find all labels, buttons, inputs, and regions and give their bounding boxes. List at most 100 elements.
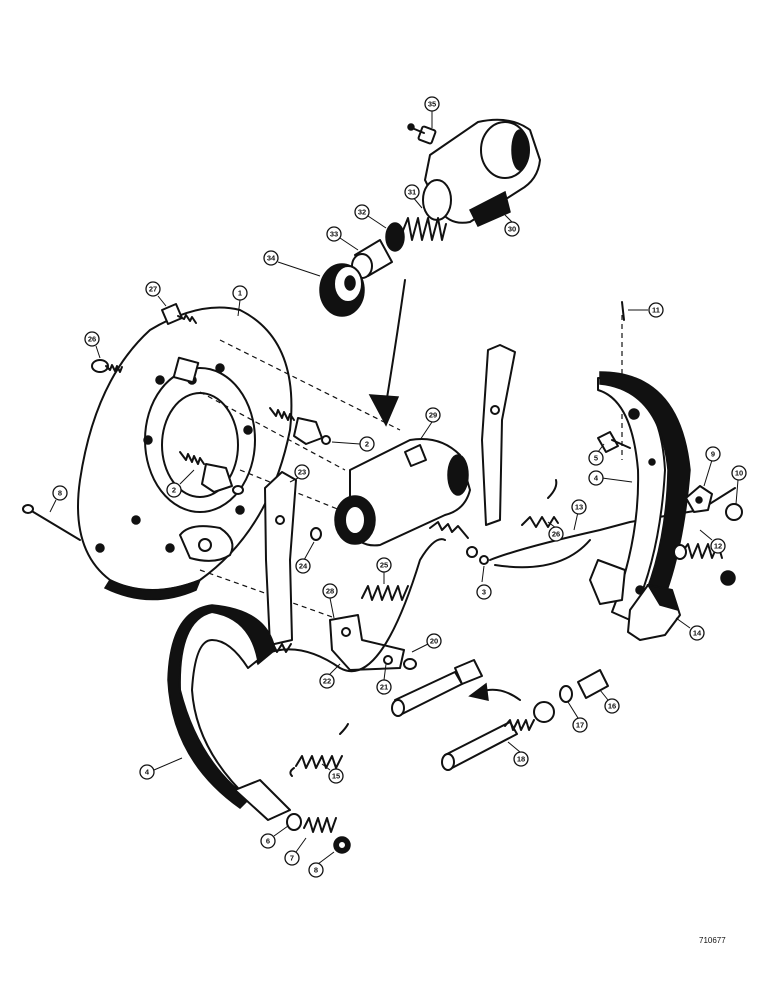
svg-text:25: 25 [380,561,388,570]
svg-text:34: 34 [267,254,276,263]
callout-1: 1 [232,285,248,317]
callout-27: 27 [145,281,167,307]
callout-2-lower: 2 [166,469,195,498]
hold-down-pin-right [597,431,619,453]
svg-text:23: 23 [298,468,306,477]
callout-23: 23 [289,464,310,483]
wheel-cylinder-assembled [334,438,471,547]
callout-32: 32 [354,204,387,229]
svg-text:7: 7 [290,854,294,863]
callout-7: 7 [284,837,307,866]
svg-text:29: 29 [429,411,437,420]
mounting-screw [91,359,123,373]
svg-text:20: 20 [430,637,438,646]
shoe-plate-left [264,471,297,646]
brake-shoe-left [167,604,291,821]
callout-9: 9 [703,446,721,487]
callout-17: 17 [567,701,588,733]
return-spring-upper [361,585,409,601]
callout-4-right: 4 [588,470,633,486]
hold-down-spring-lower [303,817,337,833]
callout-35: 35 [424,96,440,128]
svg-text:17: 17 [576,721,584,730]
callout-4-left: 4 [139,757,183,780]
callout-12: 12 [699,529,726,554]
callout-10: 10 [731,465,747,505]
callout-24: 24 [295,541,315,574]
backing-plate [77,306,293,601]
svg-text:13: 13 [575,503,583,512]
adjuster-pin [429,521,469,539]
shoe-return-spring [295,755,343,769]
svg-text:10: 10 [735,469,743,478]
svg-text:4: 4 [145,768,150,777]
bleeder-screw [407,123,437,145]
svg-text:26: 26 [552,530,560,539]
brake-shoe-right [589,371,691,641]
callout-26a: 26 [84,331,101,359]
svg-text:11: 11 [652,306,660,315]
svg-text:28: 28 [326,587,334,596]
hold-down-pin [29,509,81,541]
svg-text:16: 16 [608,702,616,711]
cylinder-piston [351,239,393,279]
retainer-nut [725,503,743,521]
callout-22: 22 [319,663,341,689]
callout-8-pin: 8 [49,485,68,513]
svg-text:30: 30 [508,225,516,234]
svg-text:8: 8 [58,489,62,498]
svg-text:3: 3 [482,588,486,597]
cylinder-spring [399,217,447,241]
callout-14: 14 [675,617,705,641]
svg-text:35: 35 [428,100,436,109]
assembly-arrow [384,279,406,411]
svg-text:8: 8 [314,866,318,875]
svg-text:6: 6 [266,837,270,846]
svg-text:33: 33 [330,230,338,239]
wheel-cylinder-exploded [319,118,541,427]
svg-text:32: 32 [358,208,366,217]
callout-11: 11 [628,302,664,318]
callout-5: 5 [588,443,605,466]
svg-text:22: 22 [323,677,331,686]
callout-21: 21 [376,663,392,695]
svg-text:21: 21 [380,683,388,692]
callout-2-upper: 2 [331,436,375,452]
svg-text:26: 26 [88,335,96,344]
brake-cable [489,487,736,561]
callout-33: 33 [326,226,359,251]
adjuster-bracket [329,614,405,671]
callout-29: 29 [419,407,441,441]
svg-text:2: 2 [172,486,176,495]
callout-31: 31 [404,184,423,209]
svg-text:4: 4 [594,474,599,483]
callout-34: 34 [263,250,321,277]
svg-text:14: 14 [693,629,702,638]
stud-lower [179,451,244,495]
callout-28: 28 [322,583,338,619]
adjuster-cable [264,538,446,673]
callout-18: 18 [507,741,529,767]
callout-13: 13 [571,499,587,531]
svg-text:15: 15 [332,772,340,781]
return-spring-right [521,516,559,528]
svg-text:2: 2 [365,440,369,449]
callout-6-lower: 6 [260,825,289,849]
callout-26b: 26 [547,521,564,542]
callout-20: 20 [411,633,442,653]
pin-11 [621,301,625,321]
svg-text:27: 27 [149,285,157,294]
svg-text:12: 12 [714,542,722,551]
svg-text:18: 18 [517,755,525,764]
callout-8-lower: 8 [308,851,335,878]
adjuster-screw-assembly [391,659,609,771]
svg-text:5: 5 [594,454,598,463]
mounting-bolt [161,303,197,325]
svg-text:31: 31 [408,188,416,197]
callout-16: 16 [599,689,620,714]
callout-15: 15 [321,763,344,784]
parking-brake-lever [481,344,516,526]
hold-down-cup [286,813,302,831]
stud-upper [269,407,331,445]
